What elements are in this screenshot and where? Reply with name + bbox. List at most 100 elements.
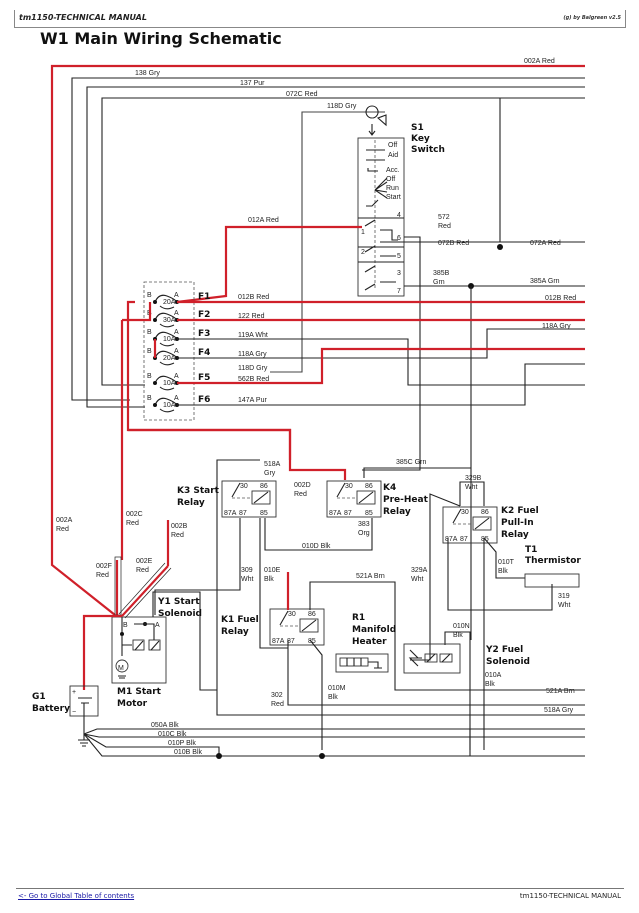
- wire-y1-a: [152, 591, 217, 691]
- global-toc-link[interactable]: <- Go to Global Table of contents: [18, 892, 135, 900]
- fuse-rating: 30A: [163, 317, 176, 324]
- r1-label-2: Manifold: [352, 625, 396, 635]
- wire-label-302: Red: [271, 701, 284, 708]
- relay-pin: 86: [308, 611, 316, 618]
- wire-label-002f: Red: [96, 572, 109, 579]
- wire-label-518a_bot: 518A Gry: [544, 707, 574, 714]
- fuse-block: [143, 281, 195, 421]
- fuse-pin-a: A: [174, 348, 179, 355]
- fuse-pin-b: B: [147, 348, 152, 355]
- relay-pin: 30: [288, 611, 296, 618]
- wire-label-302: 302: [271, 692, 283, 699]
- m1-label: M1 Start: [117, 687, 162, 697]
- wire-label-572: 572: [438, 214, 450, 221]
- s1-pos-acc: Acc.: [386, 167, 400, 174]
- wire-label-002a: Red: [56, 526, 69, 533]
- wire-label-010a: 010A: [485, 672, 502, 679]
- wire-label-118d_top: 118D Gry: [327, 103, 357, 110]
- y1-pin-b: B: [123, 622, 128, 629]
- wire-label-002f: 002F: [96, 563, 112, 570]
- wire-label-002e: 002E: [136, 558, 153, 565]
- footer-divider: [16, 888, 624, 889]
- m1-label-2: Motor: [117, 699, 148, 709]
- wire-label-002e: Red: [136, 567, 149, 574]
- r1-label-3: Heater: [352, 637, 387, 647]
- fuse-pin-a: A: [174, 292, 179, 299]
- relay-pin: 87: [460, 536, 468, 543]
- start-motor-m1: M B A: [111, 616, 167, 684]
- wire-385C-grn: [363, 467, 471, 478]
- wire-label-012b: 012B Red: [238, 294, 269, 301]
- credit-text: (g) by Balgreen v2.5: [563, 15, 621, 21]
- fuse-pin-b: B: [147, 292, 152, 299]
- wire-label-309: 309: [241, 567, 253, 574]
- wire-label-002d: 002D: [294, 482, 311, 489]
- fuse-pin-b: B: [147, 395, 152, 402]
- wire-label-119a: 119A Wht: [238, 332, 268, 339]
- page-header: tm1150-TECHNICAL MANUAL (g) by Balgreen …: [14, 10, 626, 28]
- wire-010M-blk: [309, 639, 323, 750]
- fuse-id: F5: [198, 373, 210, 383]
- y1-label: Y1 Start: [157, 597, 200, 607]
- fuse-rating: 10A: [163, 336, 176, 343]
- wire-label-002b: Red: [171, 532, 184, 539]
- g1-label-2: Battery: [32, 704, 70, 714]
- k4-label-2: Pre-Heat: [383, 495, 429, 505]
- relay-pin: 86: [365, 483, 373, 490]
- wire-label-385b: 385B: [433, 270, 450, 277]
- wire-label-521a: 521A Brn: [546, 688, 575, 695]
- s1-terminal-7: 7: [397, 288, 401, 295]
- k4-label-3: Relay: [383, 507, 411, 517]
- fuse-rating: 20A: [163, 355, 176, 362]
- k2-label: K2 Fuel: [501, 506, 539, 516]
- wire-label-518a: 518A: [264, 461, 281, 468]
- t1-label: T1: [525, 545, 537, 555]
- key-switch-s1: 4 1 6 2 5 3 7 Off Aid Acc. Off Run Start: [357, 105, 405, 297]
- wire-label-002a_top: 002A Red: [524, 58, 555, 65]
- fuse-id: F3: [198, 329, 210, 339]
- k1-label: K1 Fuel: [221, 615, 259, 625]
- wire-label-010d: 010D Blk: [302, 543, 331, 550]
- wire-label-329a: 329A: [411, 567, 428, 574]
- wire-label-385c: 385C Grn: [396, 459, 426, 466]
- wire-label-138: 138 Gry: [135, 70, 160, 77]
- k3-label-2: Relay: [177, 498, 205, 508]
- k1-label-2: Relay: [221, 627, 249, 637]
- s1-terminal-4: 4: [397, 212, 401, 219]
- wire-label-309: Wht: [241, 576, 254, 583]
- wire-label-012b_right: 012B Red: [545, 295, 576, 302]
- fuse-pin-a: A: [174, 373, 179, 380]
- wire-119A-wht: [177, 338, 585, 386]
- wire-521A-brn: [309, 581, 585, 691]
- wire-label-383: 383: [358, 521, 370, 528]
- s1-terminal-6: 6: [397, 235, 401, 242]
- ground-bus: [78, 716, 585, 759]
- s1-pos-off2: Off: [386, 176, 395, 183]
- wire-battery-red: [82, 614, 122, 690]
- wire-label-319: Wht: [558, 602, 571, 609]
- wire-072C-red: [101, 97, 585, 386]
- junction-072: [497, 244, 503, 250]
- wire-010T-blk: [483, 537, 525, 579]
- wire-label-329b: Wht: [465, 484, 478, 491]
- relay-pin: 30: [240, 483, 248, 490]
- relay-pin: 85: [365, 510, 373, 517]
- relay-pin: 87A: [224, 510, 237, 517]
- s1-pos-aid: Aid: [388, 152, 398, 159]
- wire-label-010p: 010P Blk: [168, 740, 196, 747]
- wire-012A-red: [176, 225, 362, 304]
- k2-label-2: Pull-In: [501, 518, 534, 528]
- k4-label: K4: [383, 483, 396, 493]
- wire-label-521a_top: 521A Brn: [356, 573, 385, 580]
- wire-329A-wht: [410, 493, 461, 661]
- battery-minus: −: [72, 709, 76, 716]
- wire-518A-gry: [216, 459, 585, 716]
- wire-label-137: 137 Pur: [240, 80, 265, 87]
- k3-label: K3 Start: [177, 486, 220, 496]
- wire-010D-blk: [264, 518, 373, 551]
- wire-label-010n: 010N: [453, 623, 470, 630]
